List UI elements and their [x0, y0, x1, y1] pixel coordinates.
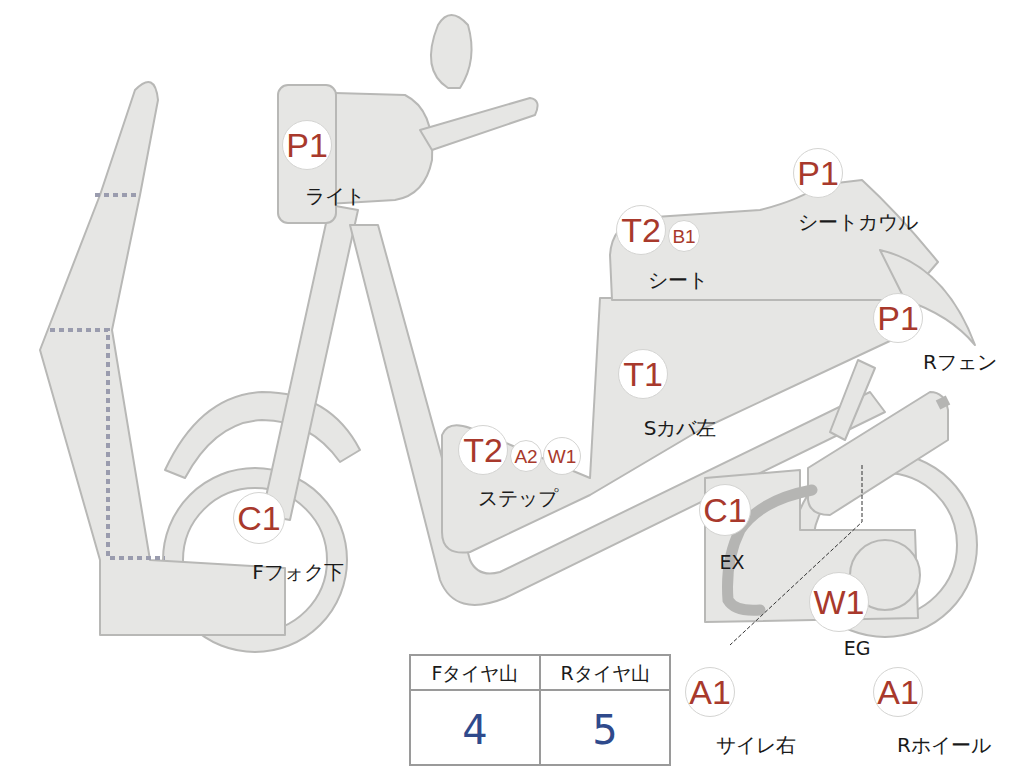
tread-table	[410, 655, 670, 765]
table-header: Rタイヤ山	[560, 663, 649, 684]
damage-callout: W1	[809, 572, 869, 632]
front-fork	[262, 205, 358, 520]
table-grid	[410, 655, 670, 765]
damage-callout: W1	[543, 437, 581, 475]
tread-value: 4	[462, 708, 487, 752]
callout-code: T1	[623, 357, 663, 391]
damage-callout: A2	[510, 440, 542, 472]
damage-callout: C1	[233, 492, 285, 544]
panel-seam	[50, 330, 165, 558]
part-name: シート	[648, 269, 708, 291]
part-name: EG	[844, 638, 871, 659]
rear-shock	[830, 360, 875, 440]
callout-code: W1	[548, 447, 577, 466]
table-header: Fタイヤ山	[432, 663, 519, 684]
part-name: ライト	[305, 185, 365, 207]
damage-callout: A1	[873, 667, 923, 717]
part-name: サイレ右	[716, 734, 796, 756]
damage-callout: T1	[618, 349, 668, 399]
damage-callout: B1	[668, 220, 700, 252]
front-fender	[165, 392, 360, 478]
damage-callout: T2	[616, 205, 666, 255]
muffler-tip	[938, 400, 948, 405]
damage-callout: P1	[873, 293, 923, 343]
callout-code: W1	[814, 585, 865, 619]
part-name: ステップ	[478, 487, 558, 509]
part-name: シートカウル	[798, 211, 918, 233]
seat	[610, 180, 938, 300]
muffler	[808, 392, 948, 515]
handlebar	[420, 98, 538, 150]
part-name: Sカバ左	[644, 417, 717, 439]
part-name: Rホイール	[897, 734, 991, 756]
panel-seam	[95, 193, 140, 197]
callout-code: B1	[672, 227, 695, 246]
damage-callout: P1	[282, 120, 332, 170]
damage-callout: T2	[458, 425, 508, 475]
callout-code: A1	[689, 675, 731, 709]
damage-callout: C1	[699, 484, 751, 536]
callout-code: C1	[237, 501, 280, 535]
tread-value: 5	[592, 708, 617, 752]
callout-code: C1	[703, 493, 746, 527]
damage-callout: P1	[793, 148, 843, 198]
callout-code: A1	[877, 675, 919, 709]
part-name: Fフォク下	[252, 561, 344, 583]
callout-code: P1	[797, 156, 839, 190]
callout-code: A2	[514, 447, 537, 466]
callout-code: P1	[286, 128, 328, 162]
part-name: EX	[719, 552, 744, 573]
part-name: Rフェン	[923, 351, 997, 373]
damage-callout: A1	[685, 667, 735, 717]
callout-code: P1	[877, 301, 919, 335]
mirror	[431, 15, 472, 88]
callout-code: T2	[621, 213, 661, 247]
leg-shield	[40, 82, 285, 635]
callout-code: T2	[463, 433, 503, 467]
